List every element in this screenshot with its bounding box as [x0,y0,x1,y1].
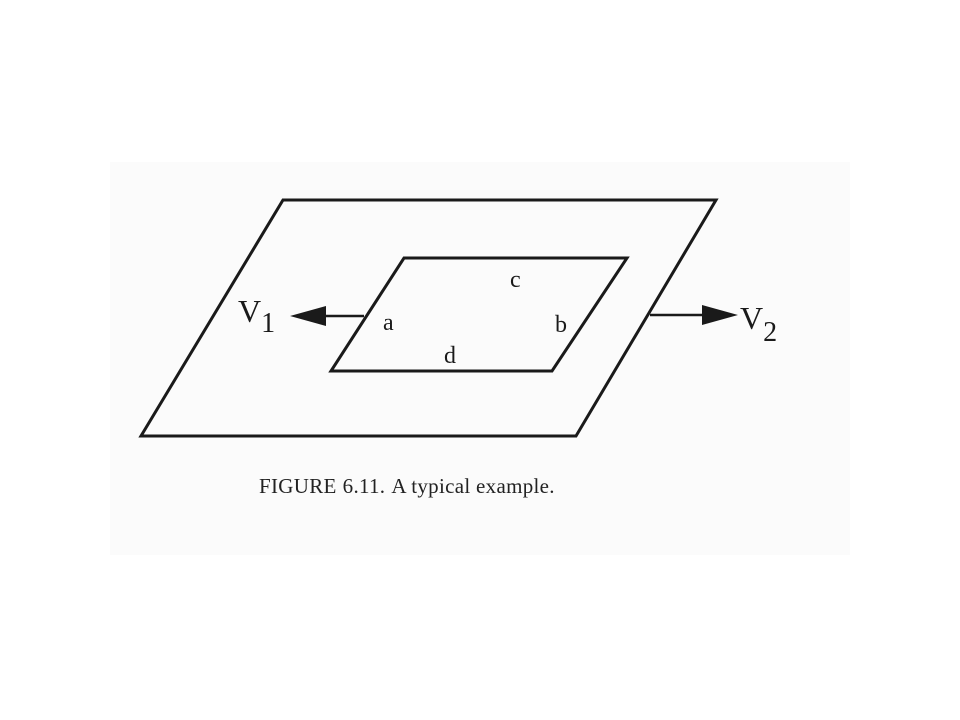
scanned-figure-region [110,162,850,555]
edge-label-b: b [555,312,567,338]
vector-v1-arrowhead [290,306,326,326]
caption-label: FIGURE [259,474,337,498]
edge-label-a: a [383,310,394,336]
outer-parallelogram [138,198,719,438]
inner-parallelogram [328,256,630,373]
edge-label-c: c [510,267,521,293]
vector-v1-label: V1 [238,293,275,339]
caption-text: A typical example. [391,474,555,498]
caption-number: 6.11. [342,474,386,498]
edge-label-d: d [444,343,456,369]
vector-v2-arrowhead [702,305,738,325]
vector-v2-label: V2 [740,300,777,348]
